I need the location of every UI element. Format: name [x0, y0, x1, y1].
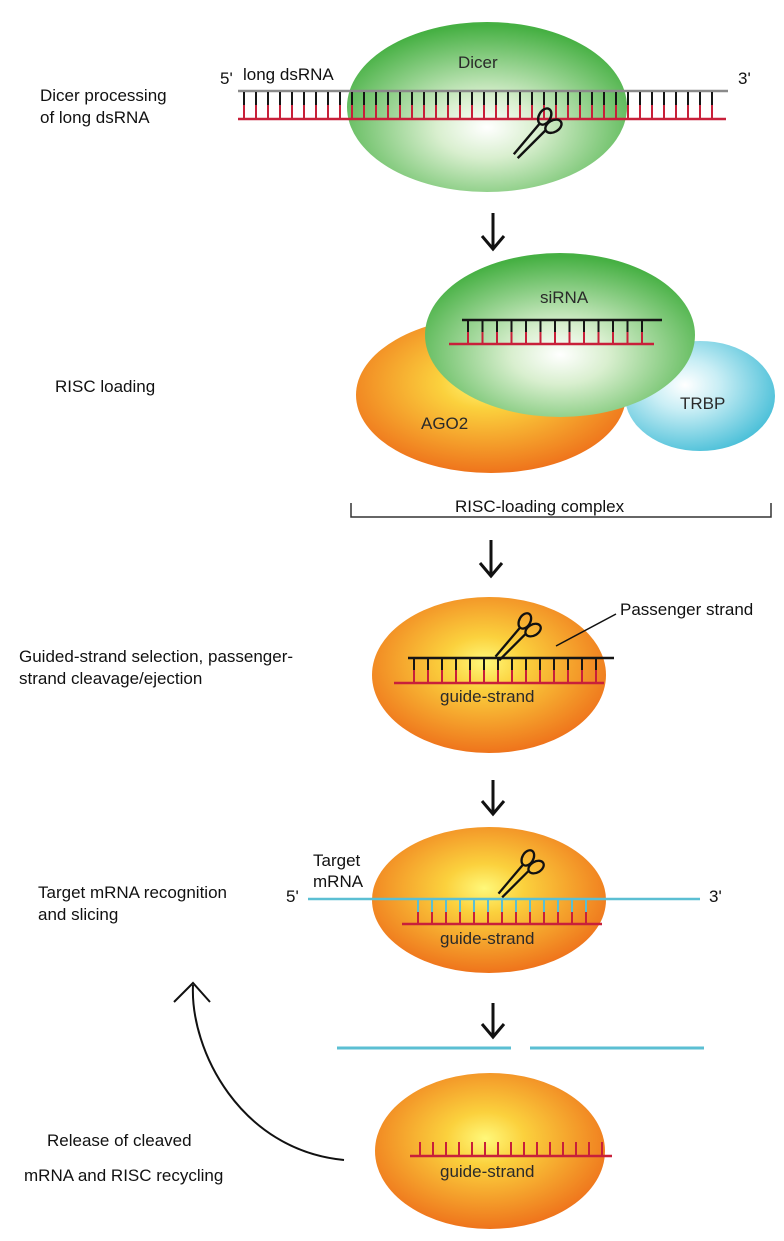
long-dsrna-duplex [238, 89, 728, 121]
dicer-label: Dicer [458, 53, 498, 72]
five-prime-label-top: 5' [220, 69, 233, 88]
sirna-dicer-complex [425, 253, 695, 417]
risc-loading-complex-label: RISC-loading complex [455, 497, 625, 516]
down-arrow-icon [480, 780, 506, 817]
down-arrow-icon [480, 213, 506, 252]
guide-strand-single [410, 1142, 612, 1158]
risc-complex [372, 597, 606, 753]
passenger-strand-leader [555, 613, 617, 647]
ago2-label: AGO2 [421, 414, 468, 433]
three-prime-label-mrna: 3' [709, 887, 722, 906]
three-prime-label-top: 3' [738, 69, 751, 88]
trbp-label: TRBP [680, 394, 725, 413]
guide-strand-label-5: guide-strand [440, 1162, 535, 1181]
sirna-label: siRNA [540, 288, 589, 307]
down-arrow-icon [478, 540, 504, 579]
sirna-duplex [449, 318, 662, 346]
passenger-strand-label: Passenger strand [620, 600, 753, 619]
five-prime-label-mrna: 5' [286, 887, 299, 906]
target-guide-duplex [308, 897, 700, 926]
step-release-recycling: guide-strand Release of cleaved mRNA and… [24, 981, 704, 1229]
recycle-arrow-icon [173, 981, 345, 1161]
step-target-recognition: Target mRNA recognition and slicing guid… [38, 827, 722, 973]
long-dsrna-label: long dsRNA [243, 65, 334, 84]
step-dicer-processing: Dicer processing of long dsRNA Dicer 5' … [40, 22, 751, 192]
step3-label-line1: Guided-strand selection, passenger- [19, 647, 293, 666]
step-risc-loading: RISC loading siRNA AGO2 TRBP RISC-loadin… [55, 253, 775, 518]
step5-label-line2: mRNA and RISC recycling [24, 1166, 223, 1185]
guide-strand-label-4: guide-strand [440, 929, 535, 948]
step1-label-line2: of long dsRNA [40, 108, 150, 127]
target-mrna-label-line2: mRNA [313, 872, 364, 891]
recycled-risc [375, 1073, 605, 1229]
step-strand-selection: Guided-strand selection, passenger- stra… [19, 597, 753, 753]
step4-label-line1: Target mRNA recognition [38, 883, 227, 902]
dicer-enzyme [347, 22, 627, 192]
risc-loading-complex-bracket [350, 503, 772, 518]
passenger-guide-duplex [394, 656, 614, 685]
step4-label-line2: and slicing [38, 905, 118, 924]
step5-label-line1: Release of cleaved [47, 1131, 192, 1150]
step3-label-line2: strand cleavage/ejection [19, 669, 202, 688]
guide-strand-label-3: guide-strand [440, 687, 535, 706]
step2-label: RISC loading [55, 377, 155, 396]
step1-label-line1: Dicer processing [40, 86, 167, 105]
down-arrow-icon [480, 1003, 506, 1040]
target-mrna-label-line1: Target [313, 851, 361, 870]
